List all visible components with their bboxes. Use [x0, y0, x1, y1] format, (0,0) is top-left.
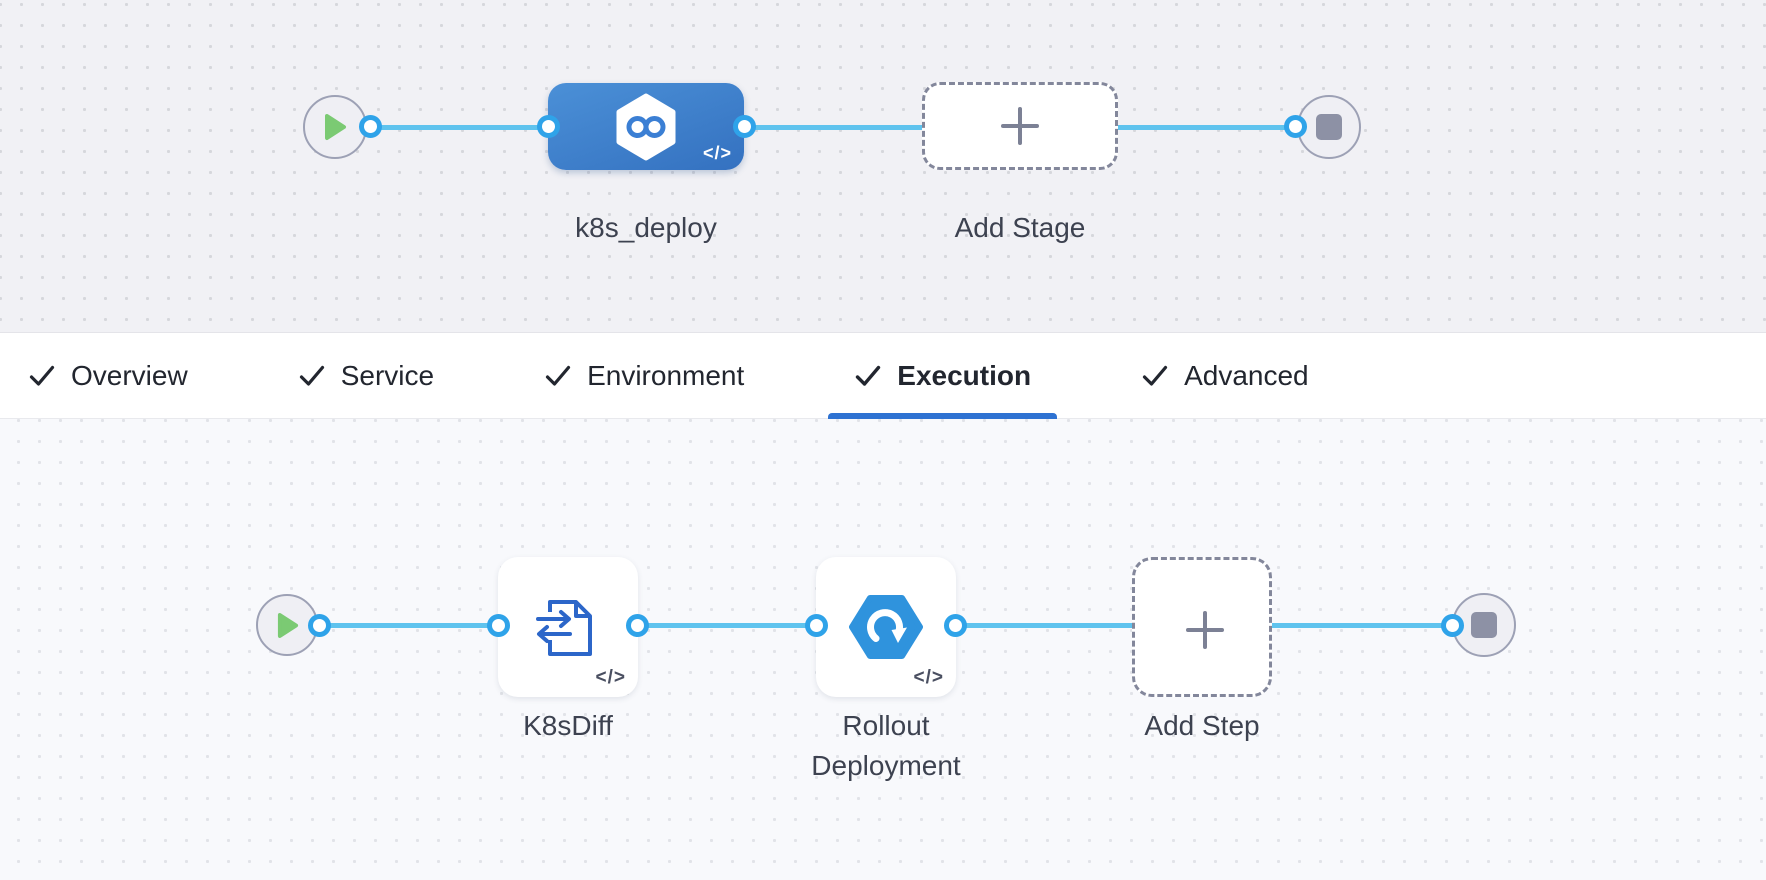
step-label: Rollout Deployment	[811, 710, 961, 781]
plus-icon	[997, 103, 1043, 149]
check-icon	[29, 365, 55, 386]
k8sdiff-out-port[interactable]	[626, 614, 649, 637]
stage-graph-canvas[interactable]	[0, 0, 1766, 332]
execution-end-node[interactable]	[1452, 593, 1516, 657]
check-icon	[1142, 365, 1168, 386]
tab-execution[interactable]: Execution	[828, 333, 1058, 419]
stop-icon	[1316, 114, 1342, 140]
tab-label: Execution	[897, 359, 1032, 391]
stage-out-port[interactable]	[733, 115, 756, 138]
step-node-rollout-deployment[interactable]: </>	[816, 557, 956, 697]
start-out-port[interactable]	[359, 115, 382, 138]
check-icon	[545, 365, 571, 386]
execution-start-node[interactable]	[256, 594, 318, 656]
rollout-out-port[interactable]	[944, 614, 967, 637]
check-icon	[856, 365, 881, 386]
rollout-deployment-icon	[849, 595, 923, 659]
harness-stage-icon	[616, 93, 676, 160]
tab-label: Environment	[587, 359, 745, 391]
tab-label: Overview	[71, 359, 188, 391]
execution-start-out-port[interactable]	[308, 614, 331, 637]
end-in-port[interactable]	[1284, 115, 1307, 138]
check-icon	[299, 365, 324, 386]
plus-icon	[1182, 607, 1224, 649]
tab-service[interactable]: Service	[272, 333, 460, 418]
tab-advanced[interactable]: Advanced	[1115, 333, 1335, 418]
step-node-k8sdiff[interactable]: </>	[498, 557, 638, 697]
tab-environment[interactable]: Environment	[518, 333, 770, 418]
k8sdiff-in-port[interactable]	[487, 614, 510, 637]
add-step-label: Add Step	[1144, 710, 1260, 741]
stage-config-tabs: Overview Service Environment Execution	[0, 332, 1766, 419]
code-view-icon: </>	[595, 667, 626, 688]
k8s-diff-icon	[536, 600, 592, 656]
step-label: K8sDiff	[523, 710, 613, 741]
add-stage-label: Add Stage	[954, 212, 1086, 243]
code-view-icon: </>	[702, 143, 732, 163]
tab-overview[interactable]: Overview	[2, 333, 214, 418]
rollout-in-port[interactable]	[805, 614, 828, 637]
pipeline-start-node[interactable]	[303, 95, 367, 159]
stage-in-port[interactable]	[537, 115, 560, 138]
tab-label: Advanced	[1184, 359, 1309, 391]
play-icon	[277, 612, 298, 638]
stop-icon	[1471, 612, 1497, 638]
active-tab-underline	[828, 413, 1058, 419]
execution-end-in-port[interactable]	[1441, 614, 1464, 637]
stage-label: k8s_deploy	[575, 212, 717, 243]
add-step-button[interactable]	[1132, 557, 1272, 697]
add-stage-button[interactable]	[922, 82, 1118, 170]
play-icon	[325, 114, 346, 140]
pipeline-end-node[interactable]	[1297, 95, 1361, 159]
stage-connector-line	[370, 125, 1295, 130]
stage-node-k8s-deploy[interactable]: </>	[548, 83, 744, 170]
code-view-icon: </>	[913, 667, 944, 688]
tab-label: Service	[340, 359, 435, 391]
